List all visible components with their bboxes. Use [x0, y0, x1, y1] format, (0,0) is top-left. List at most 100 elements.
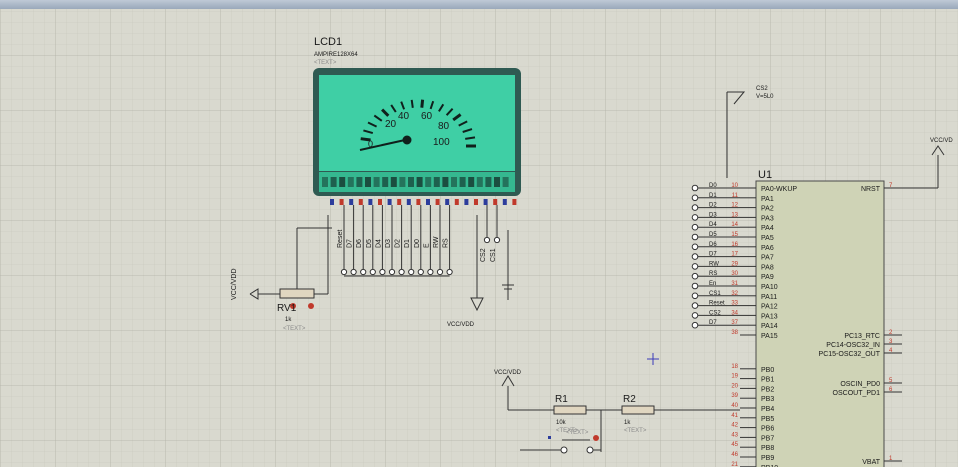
lcd-pin-terminal[interactable]: [340, 268, 348, 276]
net-terminal[interactable]: [691, 223, 699, 231]
lcd-module[interactable]: LCD1 AMPIRE128X64 <TEXT> 20 40 60 80 100…: [313, 36, 521, 277]
lcd-pin-marker: [464, 199, 469, 205]
net-label: D4: [709, 222, 717, 228]
lcd-pin-label: D4: [375, 239, 382, 248]
lcd-text-placeholder: <TEXT>: [314, 60, 337, 66]
gauge-tick-label: 20: [385, 119, 397, 130]
lcd-pin-marker: [349, 199, 354, 205]
net-terminal[interactable]: [691, 282, 699, 290]
pot-text: <TEXT>: [283, 326, 306, 332]
mcu-pin-name: PB8: [761, 445, 774, 452]
net-terminal[interactable]: [691, 272, 699, 280]
mcu-pin-number: 7: [889, 183, 893, 189]
vcc-right-label: VCC/VD: [930, 138, 953, 144]
mcu-pin-number: 38: [731, 330, 738, 336]
net-terminal[interactable]: [691, 302, 699, 309]
lcd-pin-label: RW: [433, 236, 440, 248]
lcd-pin-marker: [426, 199, 430, 205]
lcd-pin-terminal[interactable]: [483, 236, 491, 244]
lcd-pin-terminal[interactable]: [408, 268, 415, 276]
mcu-pin-number: 46: [731, 452, 738, 458]
net-terminal[interactable]: [691, 194, 699, 202]
lcd-pin-label: Reset: [337, 230, 344, 248]
lcd-glyph: [476, 177, 483, 187]
net-terminal[interactable]: [691, 253, 699, 260]
mcu-pin-number: 45: [731, 442, 738, 448]
lcd-pin-terminal[interactable]: [369, 268, 376, 276]
mcu-pin-number: 2: [889, 330, 893, 336]
gauge-tick: [410, 99, 414, 108]
net-terminal[interactable]: [691, 214, 699, 221]
mcu-pin-number: 10: [731, 183, 738, 189]
pot-probe-icon: [308, 303, 314, 309]
r1-text: <TEXT>: [556, 428, 579, 434]
net-label: D1: [709, 193, 717, 199]
lcd-pin-terminal[interactable]: [493, 236, 501, 244]
lcd-pin-marker: [502, 199, 507, 205]
lcd-pin-terminal[interactable]: [350, 268, 357, 276]
vcc-bottom-power[interactable]: VCC/VDD: [447, 215, 514, 328]
lcd-pin-marker: [368, 199, 373, 205]
lcd-pin-marker: [512, 199, 517, 205]
r1-value: 10k: [556, 420, 567, 426]
lcd-glyph: [468, 177, 475, 187]
lcd-pin-label: CS2: [480, 248, 487, 262]
mcu-pin-number: 33: [731, 301, 738, 307]
lcd-pin-label: D3: [385, 239, 392, 248]
mcu-pin-number: 21: [731, 462, 738, 467]
net-label: D3: [709, 212, 717, 218]
lcd-pin-terminal[interactable]: [388, 268, 396, 276]
net-terminal[interactable]: [691, 312, 699, 319]
gauge-tick: [373, 114, 383, 122]
lcd-pin-marker: [339, 199, 344, 205]
net-terminal[interactable]: [691, 292, 699, 300]
lcd-pin-terminal[interactable]: [446, 268, 453, 276]
net-terminal[interactable]: [691, 184, 699, 192]
net-terminal[interactable]: [691, 204, 699, 211]
net-terminal[interactable]: [691, 233, 699, 241]
lcd-pin-label: D0: [414, 239, 421, 248]
net-label: CS2: [709, 310, 721, 316]
gauge-tick: [445, 108, 454, 116]
gauge-tick: [458, 120, 468, 127]
lcd-glyph: [356, 177, 363, 187]
vcc-arrow-icon: [931, 145, 945, 156]
lcd-glyph: [459, 177, 466, 187]
net-terminal[interactable]: [691, 243, 699, 251]
r1-ref: R1: [555, 394, 568, 405]
mcu-pin-number: 15: [731, 232, 738, 238]
lcd-pin-terminal[interactable]: [398, 268, 405, 276]
reset-circuit[interactable]: VCC/VDD R1 10k <TEXT> R2 1k <TEXT> <TEXT…: [494, 370, 740, 454]
cs2-net-label[interactable]: CS2 V=5L0: [726, 86, 774, 178]
lcd-pin-terminal[interactable]: [379, 268, 386, 276]
potentiometer-rv1[interactable]: VCC/VDD RV1 1k <TEXT>: [231, 215, 332, 332]
mcu-pin-name: PC14-OSC32_IN: [826, 342, 880, 349]
lcd-pin-terminal[interactable]: [436, 268, 444, 276]
net-terminal[interactable]: [691, 321, 699, 329]
gauge-tick: [400, 101, 406, 110]
gauge-tick: [438, 103, 445, 112]
lcd-glyph: [442, 177, 449, 187]
mcu-pin-name: PA7: [761, 255, 774, 262]
lcd-pin-terminal[interactable]: [360, 268, 367, 276]
mcu-pin-name: PC15-OSC32_OUT: [819, 351, 881, 358]
mcu-pin-name: NRST: [861, 186, 881, 193]
mcu-pin-number: 32: [731, 291, 738, 297]
lcd-pin-terminal[interactable]: [427, 268, 434, 276]
mcu-pin-name: OSCOUT_PD1: [833, 390, 881, 397]
mcu-pin-name: PA9: [761, 274, 774, 281]
lcd-pin-label: D7: [347, 239, 354, 248]
lcd-pin-terminal[interactable]: [417, 268, 424, 276]
mcu-right-pins: 7NRST2PC13_RTC3PC14-OSC32_IN4PC15-OSC32_…: [819, 183, 902, 466]
mcu-pin-name: PA13: [761, 313, 778, 320]
mcu-pin-number: 11: [732, 193, 739, 199]
mcu-pin-number: 39: [731, 393, 738, 399]
mcu-pin-name: PA5: [761, 235, 774, 242]
lcd-pin-marker: [483, 199, 488, 205]
lcd-pin-label: D6: [356, 239, 363, 248]
net-terminal[interactable]: [691, 263, 699, 270]
gauge-hub: [402, 135, 412, 145]
mcu-pin-name: PB6: [761, 426, 774, 433]
